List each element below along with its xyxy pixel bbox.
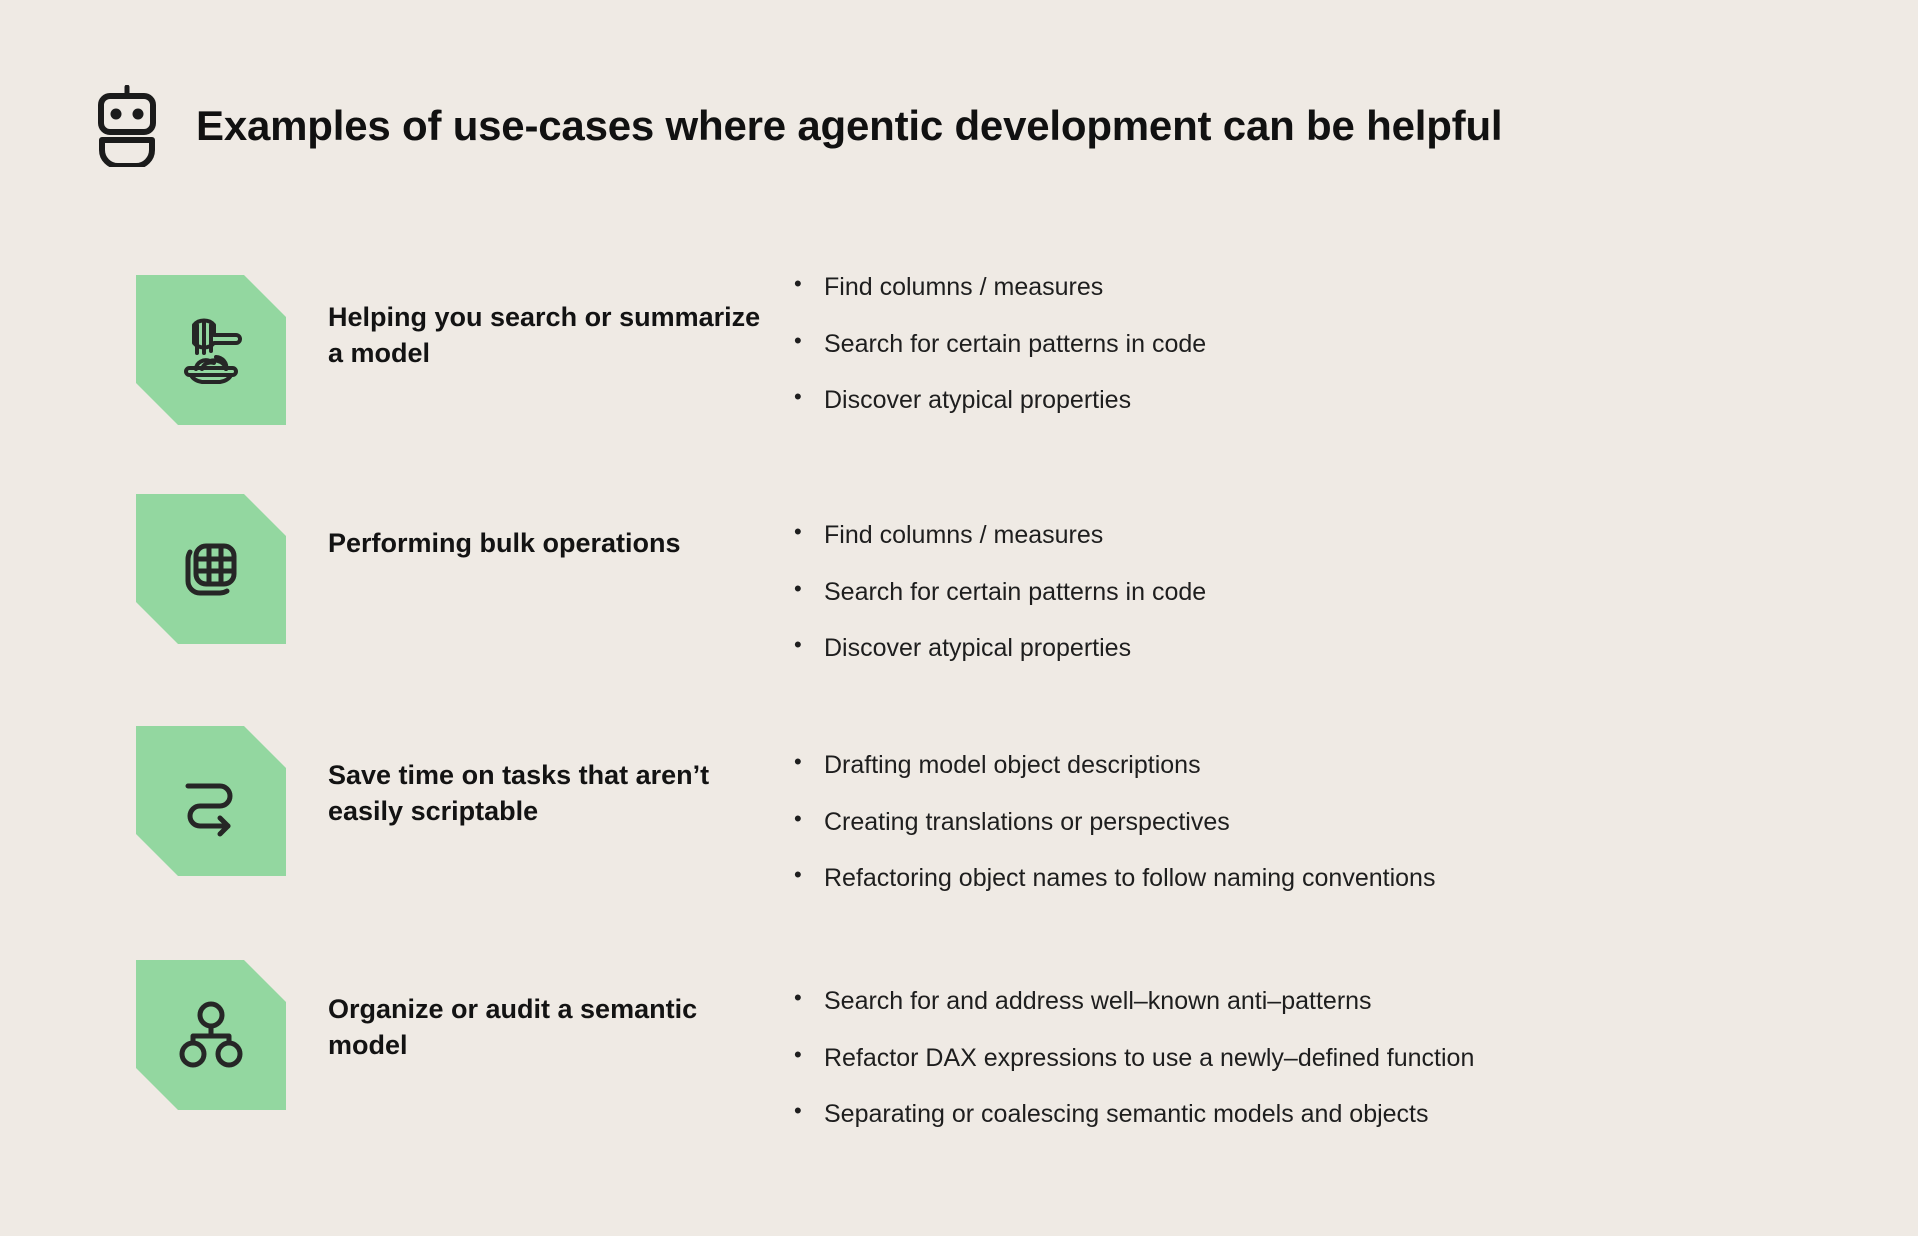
- use-case-bullets: Search for and address well–known anti–p…: [794, 950, 1918, 1130]
- bullet-item: Refactor DAX expressions to use a newly–…: [794, 1042, 1918, 1074]
- bullet-item: Find columns / measures: [794, 519, 1918, 551]
- bullet-item: Separating or coalescing semantic models…: [794, 1098, 1918, 1130]
- use-case-row: Performing bulk operations Find columns …: [0, 484, 1918, 716]
- use-case-label: Helping you search or summarize a model: [328, 302, 761, 368]
- bullet-item: Refactoring object names to follow namin…: [794, 862, 1918, 894]
- use-case-bullets: Find columns / measures Search for certa…: [794, 484, 1918, 664]
- bullet-item: Discover atypical properties: [794, 632, 1918, 664]
- bullet-item: Find columns / measures: [794, 271, 1918, 303]
- bullet-item: Discover atypical properties: [794, 384, 1918, 416]
- icon-tile: [136, 275, 286, 425]
- use-case-bullets: Drafting model object descriptions Creat…: [794, 716, 1918, 894]
- use-case-label: Save time on tasks that aren’t easily sc…: [328, 760, 710, 826]
- icon-tile: [136, 726, 286, 876]
- winding-path-arrow-icon: [185, 783, 233, 837]
- use-case-row: Helping you search or summarize a model …: [0, 258, 1918, 484]
- bullet-item: Search for and address well–known anti–p…: [794, 985, 1918, 1017]
- use-case-bullets: Find columns / measures Search for certa…: [794, 258, 1918, 416]
- bullet-item: Drafting model object descriptions: [794, 749, 1918, 781]
- robot-icon: [98, 85, 156, 167]
- page-title: Examples of use-cases where agentic deve…: [196, 101, 1503, 149]
- use-case-label: Organize or audit a semantic model: [328, 994, 698, 1060]
- use-case-label: Performing bulk operations: [328, 528, 681, 558]
- header: Examples of use-cases where agentic deve…: [96, 80, 1503, 172]
- use-case-row: Save time on tasks that aren’t easily sc…: [0, 716, 1918, 950]
- bullet-item: Search for certain patterns in code: [794, 576, 1918, 608]
- use-case-rows: Helping you search or summarize a model …: [0, 258, 1918, 1184]
- icon-tile: [136, 494, 286, 644]
- bullet-item: Creating translations or perspectives: [794, 806, 1918, 838]
- use-case-row: Organize or audit a semantic model Searc…: [0, 950, 1918, 1184]
- bullet-item: Search for certain patterns in code: [794, 328, 1918, 360]
- tile-shape: [136, 726, 286, 876]
- icon-tile: [136, 960, 286, 1110]
- hierarchy-nodes-icon: [179, 1001, 243, 1068]
- spaghetti-icon: [184, 318, 242, 384]
- table-grid-stack-icon: [185, 543, 237, 596]
